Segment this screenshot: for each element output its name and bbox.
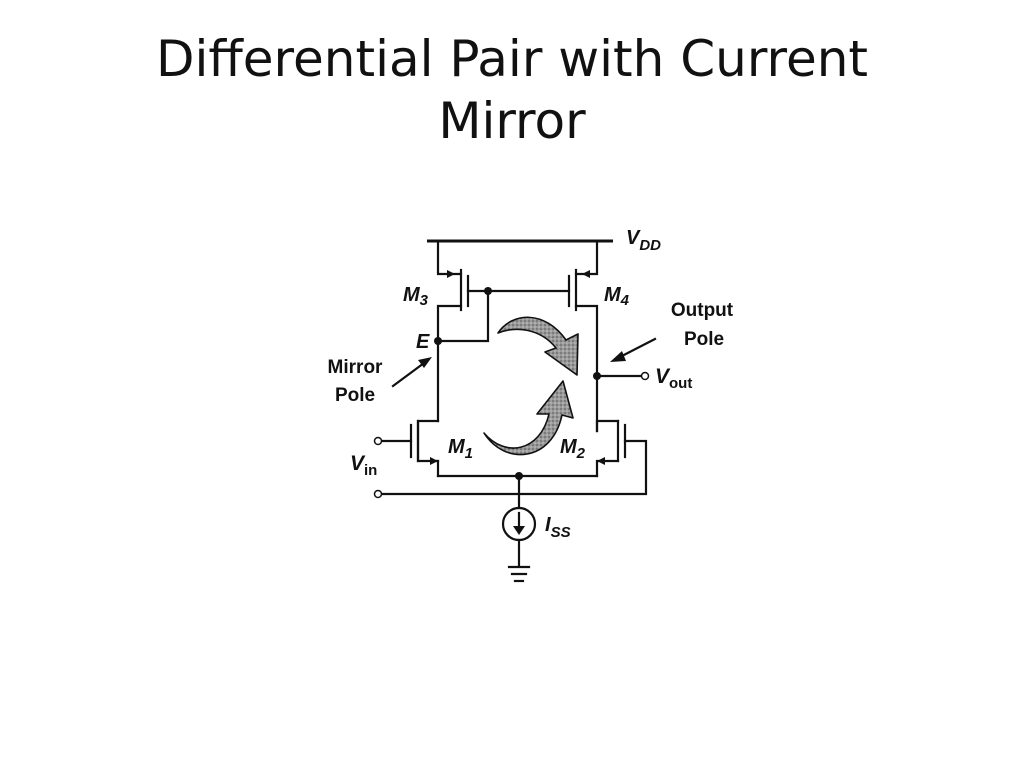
node-e-label: E	[416, 331, 430, 353]
vin-plus-pin	[373, 436, 383, 446]
iss-label: ISS	[545, 514, 571, 541]
output-pole-arrow	[610, 337, 657, 362]
transistor-m3	[436, 239, 490, 343]
current-source-iss	[501, 506, 537, 568]
transistor-m1	[378, 419, 440, 478]
mirror-pole-line-1: Mirror	[328, 357, 384, 378]
slide-title-line-2: Mirror	[438, 92, 586, 150]
m3-label: M3	[403, 284, 429, 309]
mirror-pole-line-2: Pole	[335, 385, 375, 406]
m4-label: M4	[604, 284, 630, 309]
ground-symbol	[507, 565, 531, 583]
m1-label: M1	[448, 436, 473, 462]
vdd-label: VDD	[626, 227, 661, 254]
vin-minus-pin	[373, 489, 383, 499]
vout-pin	[640, 371, 650, 381]
transistor-m4	[486, 239, 599, 433]
output-pole-line-2: Pole	[684, 329, 724, 350]
output-pole-line-1: Output	[671, 300, 734, 321]
signal-flow-arrow-lower	[483, 380, 574, 456]
vin-label: Vin	[350, 452, 377, 479]
vout-label: Vout	[655, 365, 692, 392]
transistor-m2	[380, 419, 648, 496]
m2-label: M2	[560, 436, 586, 462]
slide-title-line-1: Differential Pair with Current	[155, 30, 869, 88]
slide-title: Differential Pair with Current Mirror	[0, 28, 1024, 152]
signal-flow-arrow-upper	[497, 316, 579, 376]
mirror-pole-arrow	[391, 357, 432, 388]
